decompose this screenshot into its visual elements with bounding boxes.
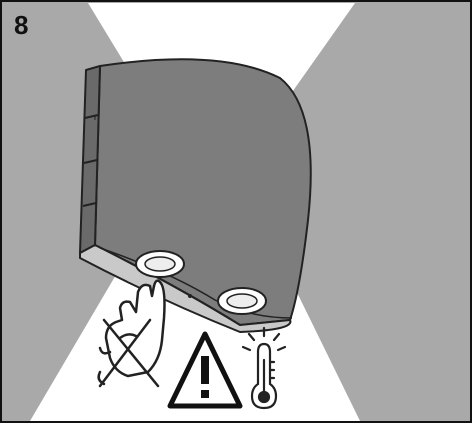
hot-thermometer-icon [241, 326, 287, 410]
no-touch-hand-icon [97, 279, 166, 388]
step-number: 8 [14, 10, 29, 40]
warning-triangle-icon [167, 331, 243, 409]
wall-lamp-icon [79, 58, 312, 333]
